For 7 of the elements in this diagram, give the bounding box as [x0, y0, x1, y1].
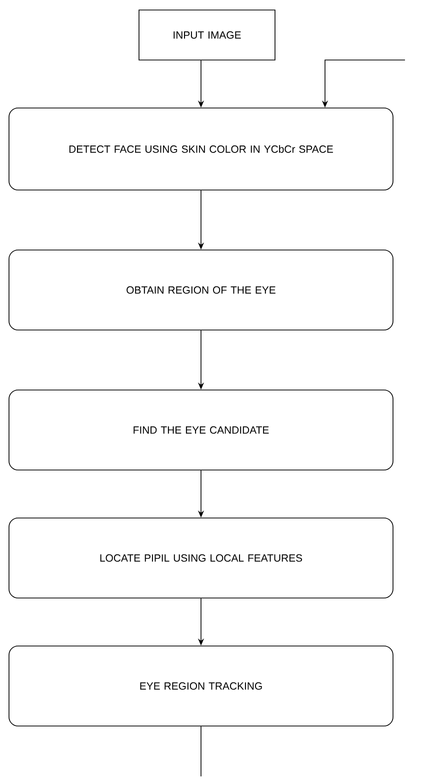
process-box: FIND THE EYE CANDIDATE: [8, 390, 394, 470]
process-box: LOCATE PIPIL USING LOCAL FEATURES: [8, 518, 394, 598]
connector-line: [200, 726, 202, 777]
process-box: DETECT FACE USING SKIN COLOR IN YCbCr SPACE: [8, 108, 394, 190]
input-box: INPUT IMAGE: [138, 10, 276, 60]
process-box: EYE REGION TRACKING: [8, 646, 394, 726]
process-box: OBTAIN REGION OF THE EYE: [8, 250, 394, 330]
